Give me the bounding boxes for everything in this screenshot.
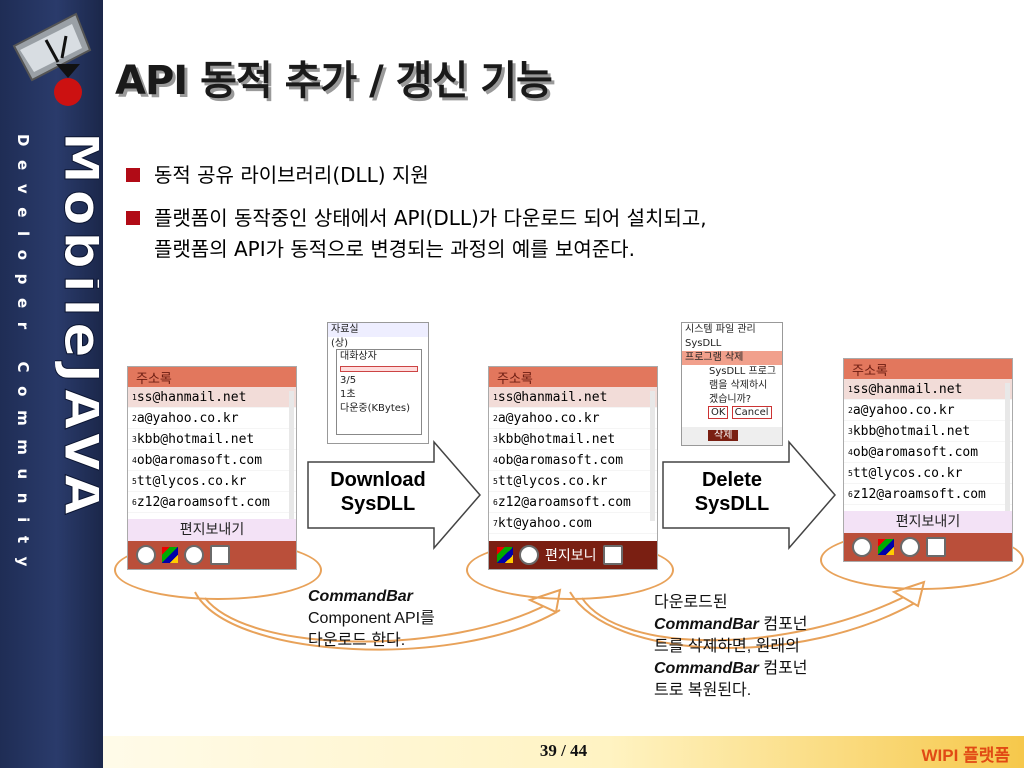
addressbook-header: 주소록 xyxy=(128,367,296,387)
delete-softkey[interactable]: 삭제 xyxy=(708,430,739,441)
commandbar-new: 편지보니 xyxy=(489,541,657,569)
progress-box: 대화상자 3/5 1초 다운중(KBytes) xyxy=(336,349,422,435)
cancel-button[interactable]: Cancel xyxy=(731,406,772,419)
delete-note: 다운로드된 CommandBar 컴포넌 트를 삭제하면, 원래의 Comman… xyxy=(654,594,808,699)
delete-dialog: 시스템 파일 관리 SysDLL 프로그램 삭제 SysDLL 프로그 램을 삭… xyxy=(681,322,783,446)
windows-icon[interactable] xyxy=(162,547,178,563)
send-mail-label: 편지보내기 xyxy=(128,519,296,541)
contact-row[interactable]: 6z12@aroamsoft.com xyxy=(844,484,1012,505)
memo-icon[interactable] xyxy=(926,537,946,557)
bullet-list: 동적 공유 라이브러리(DLL) 지원 플랫폼이 동작중인 상태에서 API(D… xyxy=(124,160,1004,277)
contact-row[interactable]: 3kbb@hotmail.net xyxy=(489,429,657,450)
download-dialog: 자료실 (상) 대화상자 3/5 1초 다운중(KBytes) xyxy=(327,322,429,444)
sysfile-title: 시스템 파일 관리 xyxy=(685,324,756,335)
delete-arrow xyxy=(662,440,836,550)
svg-text:MobileJAVA: MobileJAVA xyxy=(55,132,99,521)
phone-screen-before: 주소록 1ss@hanmail.net 2a@yahoo.co.kr 3kbb@… xyxy=(127,366,297,570)
contact-row[interactable]: 6z12@aroamsoft.com xyxy=(128,492,296,513)
mail-icon[interactable] xyxy=(900,537,920,557)
delete-message: SysDLL 프로그 램을 삭제하시 겠습니까? xyxy=(709,366,777,405)
progress-time: 1초 xyxy=(340,389,356,400)
contact-row[interactable]: 1ss@hanmail.net xyxy=(489,387,657,408)
progress-bar xyxy=(340,366,418,372)
bullet-text: 플랫폼이 동작중인 상태에서 API(DLL)가 다운로드 되어 설치되고, xyxy=(154,206,707,230)
bullet-square-icon xyxy=(126,168,140,182)
memo-icon[interactable] xyxy=(602,545,623,565)
svg-text:Developer Community: Developer Community xyxy=(14,134,32,580)
developer-community-wordmark: Developer Community xyxy=(14,134,32,580)
contact-row[interactable]: 5tt@lycos.co.kr xyxy=(489,471,657,492)
ok-button[interactable]: OK xyxy=(708,406,729,419)
scrollbar[interactable] xyxy=(1005,383,1010,513)
dialog-buttons: OK Cancel xyxy=(682,406,782,419)
bullet-text: 동적 공유 라이브러리(DLL) 지원 xyxy=(154,163,429,187)
java-duke-logo xyxy=(12,12,92,106)
download-note: CommandBar Component API를 다운로드 한다. xyxy=(308,588,435,649)
contact-row[interactable]: 5tt@lycos.co.kr xyxy=(844,463,1012,484)
bullet-text: 플랫폼의 API가 동적으로 변경되는 과정의 예를 보여준다. xyxy=(154,237,635,261)
contact-row[interactable]: 1ss@hanmail.net xyxy=(128,387,296,408)
contact-row[interactable]: 3kbb@hotmail.net xyxy=(844,421,1012,442)
scrollbar[interactable] xyxy=(289,391,294,521)
contact-row[interactable]: 5tt@lycos.co.kr xyxy=(128,471,296,492)
phone-icon[interactable] xyxy=(519,545,539,565)
side-banner: MobileJAVA Developer Community xyxy=(0,0,103,768)
dialog-title: 대화상자 xyxy=(340,351,377,362)
sysdll-item[interactable]: SysDLL xyxy=(685,338,722,349)
send-mail-label: 편지보내기 xyxy=(844,511,1012,533)
contact-row[interactable]: 1ss@hanmail.net xyxy=(844,379,1012,400)
windows-icon[interactable] xyxy=(497,547,513,563)
phone-screen-downloaded: 주소록 1ss@hanmail.net 2a@yahoo.co.kr 3kbb@… xyxy=(488,366,658,570)
bullet-square-icon xyxy=(126,211,140,225)
page-number: 39 / 44 xyxy=(539,741,588,760)
bullet-item: 플랫폼이 동작중인 상태에서 API(DLL)가 다운로드 되어 설치되고, 플… xyxy=(124,203,1004,265)
footer-brand: WIPI 플랫폼 xyxy=(921,746,1010,765)
bullet-item: 동적 공유 라이브러리(DLL) 지원 xyxy=(124,160,1004,191)
folder-sub: (상) xyxy=(331,338,349,349)
page-title: API 동적 추가 / 갱신 기능 xyxy=(115,58,553,104)
send-mail-label[interactable]: 편지보니 xyxy=(545,548,597,564)
softkey-bar: 삭제 xyxy=(682,427,782,445)
contact-row[interactable]: 2a@yahoo.co.kr xyxy=(489,408,657,429)
delete-header: 프로그램 삭제 xyxy=(682,351,782,365)
scrollbar[interactable] xyxy=(650,391,655,521)
contact-row[interactable]: 4ob@aromasoft.com xyxy=(128,450,296,471)
addressbook-header: 주소록 xyxy=(844,359,1012,379)
contact-row[interactable]: 4ob@aromasoft.com xyxy=(489,450,657,471)
contact-row[interactable]: 3kbb@hotmail.net xyxy=(128,429,296,450)
addressbook-header: 주소록 xyxy=(489,367,657,387)
commandbar xyxy=(844,533,1012,561)
mail-icon[interactable] xyxy=(184,545,204,565)
phone-icon[interactable] xyxy=(136,545,156,565)
contact-row[interactable]: 4ob@aromasoft.com xyxy=(844,442,1012,463)
download-arrow xyxy=(307,440,481,550)
footer: 39 / 44 WIPI 플랫폼 xyxy=(103,736,1024,768)
commandbar xyxy=(128,541,296,569)
windows-icon[interactable] xyxy=(878,539,894,555)
contact-row[interactable]: 6z12@aroamsoft.com xyxy=(489,492,657,513)
contact-row[interactable]: 7kt@yahoo.com xyxy=(489,513,657,534)
mobilejava-wordmark: MobileJAVA xyxy=(55,132,99,521)
progress-count: 3/5 xyxy=(340,375,357,386)
phone-screen-restored: 주소록 1ss@hanmail.net 2a@yahoo.co.kr 3kbb@… xyxy=(843,358,1013,562)
phone-icon[interactable] xyxy=(852,537,872,557)
memo-icon[interactable] xyxy=(210,545,230,565)
contact-row[interactable]: 2a@yahoo.co.kr xyxy=(844,400,1012,421)
folder-title: 자료실 xyxy=(328,323,428,337)
contact-row[interactable]: 2a@yahoo.co.kr xyxy=(128,408,296,429)
progress-status: 다운중(KBytes) xyxy=(340,403,411,414)
